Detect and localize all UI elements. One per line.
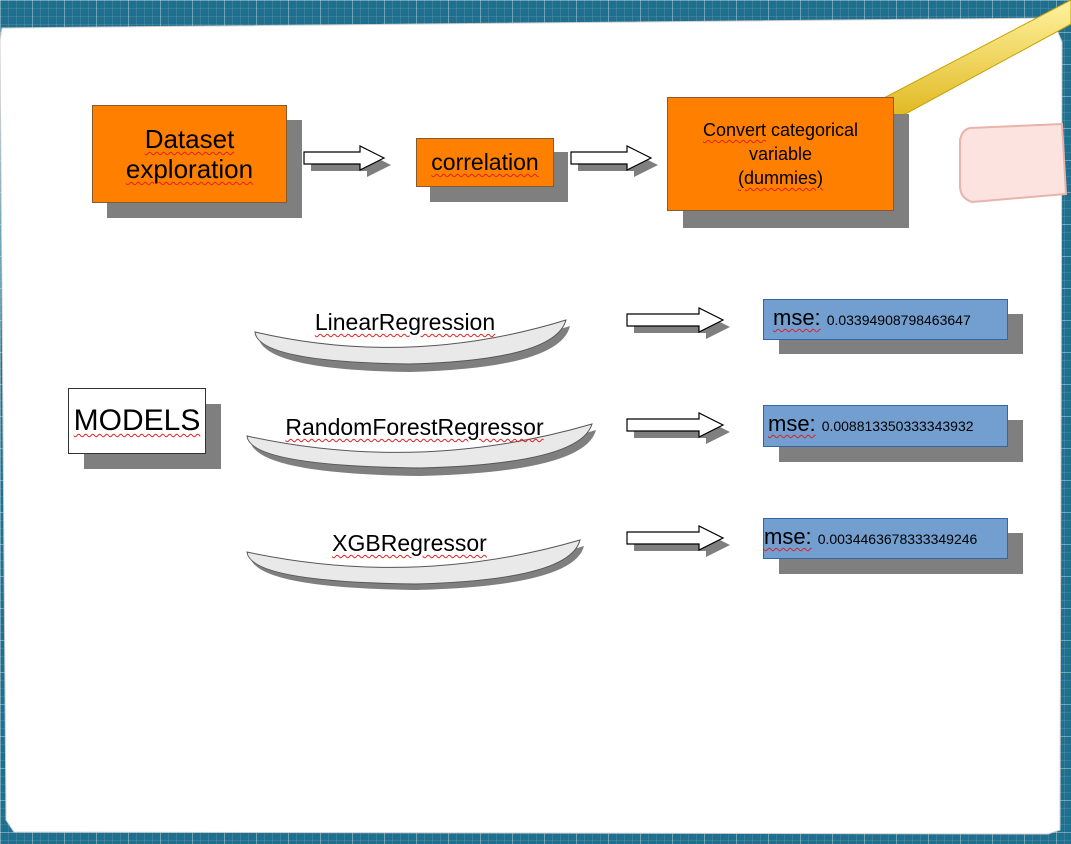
dataset-exploration-line1: Dataset	[144, 124, 235, 154]
arrow-correlation-to-convert	[570, 145, 658, 177]
convert-categorical-line2: variable	[748, 144, 813, 164]
mse-value-linear: 0.03394908798463647	[826, 312, 971, 328]
model-label-random-forest: RandomForestRegressor	[247, 414, 582, 441]
arrow-xgb-to-mse	[626, 525, 730, 557]
models-box: MODELS	[68, 388, 206, 454]
swoosh-linear-regression	[254, 319, 570, 372]
correlation-box: correlation	[416, 138, 554, 187]
mse-label-xgb: mse:	[764, 524, 812, 549]
mse-text-linear: mse: 0.03394908798463647	[773, 305, 971, 331]
model-label-xgb: XGBRegressor	[247, 530, 572, 557]
random-forest-label: RandomForestRegressor	[285, 414, 544, 440]
xgb-label: XGBRegressor	[332, 530, 487, 556]
categorical-word: categorical	[765, 120, 859, 140]
convert-categorical-box: Convert categorical variable (dummies)	[667, 97, 894, 211]
convert-categorical-line3: (dummies)	[737, 168, 823, 188]
swoosh-xgb	[246, 539, 584, 590]
eraser-icon	[959, 122, 1068, 204]
correlation-label: correlation	[431, 149, 539, 175]
model-label-linear: LinearRegression	[255, 309, 555, 336]
mse-box-linear	[763, 299, 1008, 340]
mse-box-random-forest	[763, 405, 1008, 447]
mse-label-linear: mse:	[773, 305, 821, 330]
models-label: MODELS	[73, 404, 201, 437]
mse-box-xgb	[763, 518, 1008, 559]
convert-word: Convert	[702, 120, 766, 140]
mse-value-xgb: 0.0034463678333349246	[817, 531, 978, 547]
mse-value-random-forest: 0.008813350333343932	[821, 418, 974, 434]
swoosh-random-forest	[246, 423, 596, 476]
arrow-exploration-to-correlation	[303, 145, 391, 177]
mse-text-random-forest: mse: 0.008813350333343932	[768, 411, 974, 437]
convert-categorical-line1: Convert categorical	[703, 118, 858, 142]
dataset-exploration-box: Dataset exploration	[92, 105, 287, 203]
arrow-linear-to-mse	[626, 307, 730, 339]
arrow-random-forest-to-mse	[626, 412, 730, 444]
mse-label-random-forest: mse:	[768, 411, 816, 436]
dataset-exploration-line2: exploration	[125, 154, 254, 184]
linear-regression-label: LinearRegression	[314, 309, 496, 335]
mse-text-xgb: mse: 0.0034463678333349246	[764, 524, 977, 550]
